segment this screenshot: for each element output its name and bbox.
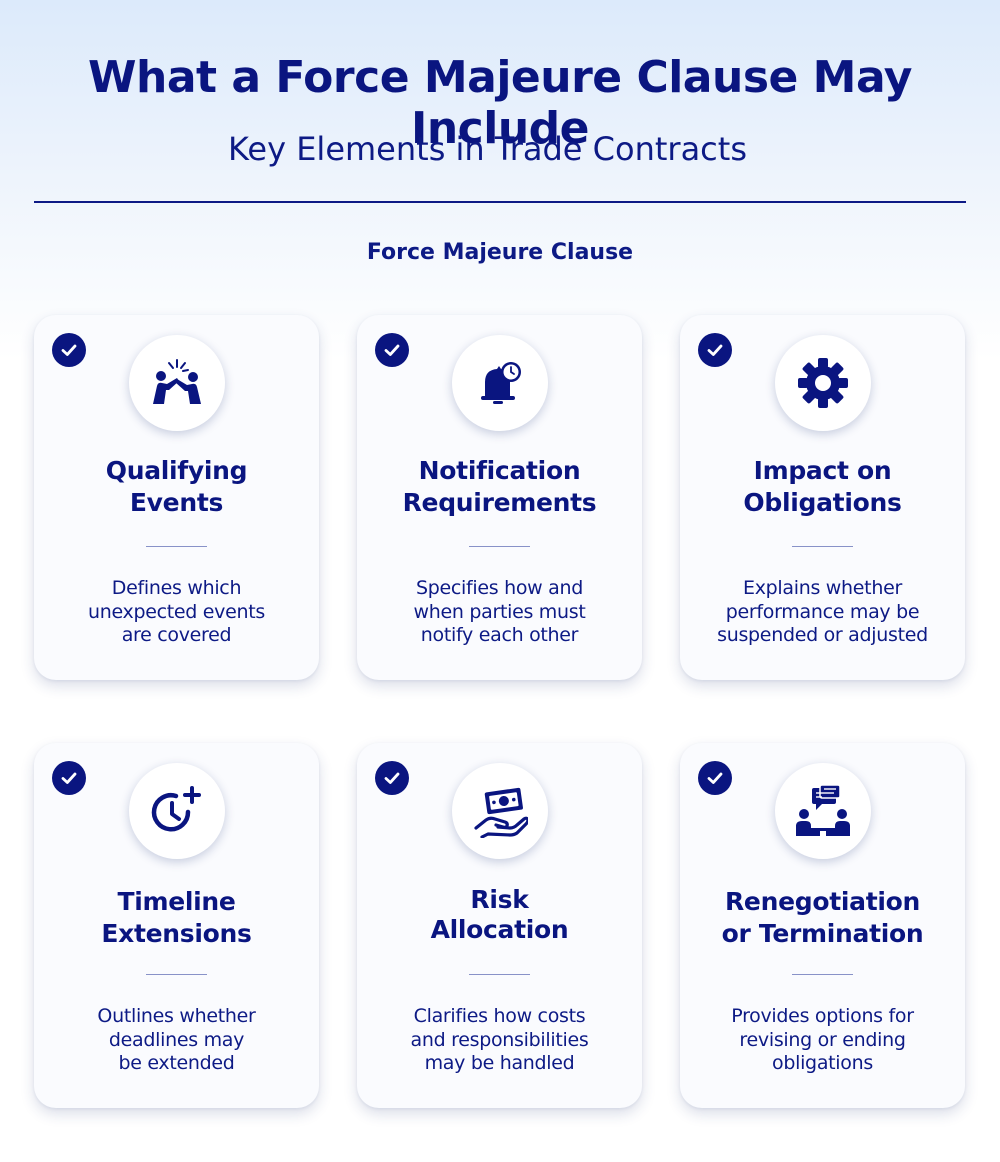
card-notification-requirements: Notification Requirements Specifies how …: [357, 315, 642, 680]
card-rule: [792, 546, 853, 547]
gear-icon: [775, 335, 871, 431]
card-title: Qualifying Events: [105, 456, 248, 517]
card-title: Impact on Obligations: [743, 456, 902, 517]
check-icon: [52, 761, 86, 795]
card-description: Explains whether performance may be susp…: [717, 577, 928, 646]
meeting-chat-icon: [775, 763, 871, 859]
card-title: Timeline Extensions: [101, 887, 252, 948]
conflict-icon: [129, 335, 225, 431]
card-rule: [469, 546, 530, 547]
check-icon: [698, 333, 732, 367]
alarm-bell-icon: [452, 335, 548, 431]
card-title: Notification Requirements: [402, 456, 597, 517]
clock-plus-icon: [129, 763, 225, 859]
check-icon: [375, 761, 409, 795]
card-qualifying-events: Qualifying Events Defines which unexpect…: [34, 315, 319, 680]
card-rule: [792, 974, 853, 975]
card-description: Provides options for revising or ending …: [731, 1005, 914, 1074]
card-title: Renegotiation or Termination: [721, 887, 924, 948]
section-label: Force Majeure Clause: [366, 240, 634, 265]
card-description: Outlines whether deadlines may be extend…: [97, 1005, 256, 1074]
card-risk-allocation: Risk Allocation Clarifies how costs and …: [357, 743, 642, 1108]
page-title: What a Force Majeure Clause May Include: [88, 52, 912, 154]
check-icon: [698, 761, 732, 795]
card-title: Risk Allocation: [430, 885, 569, 944]
check-icon: [375, 333, 409, 367]
card-description: Specifies how and when parties must noti…: [413, 577, 586, 646]
check-icon: [52, 333, 86, 367]
card-description: Defines which unexpected events are cove…: [87, 577, 266, 646]
card-timeline-extensions: Timeline Extensions Outlines whether dea…: [34, 743, 319, 1108]
page-subtitle: Key Elements in Trade Contracts: [228, 130, 747, 168]
card-renegotiation-termination: Renegotiation or Termination Provides op…: [680, 743, 965, 1108]
header-divider: [34, 201, 966, 203]
card-rule: [146, 546, 207, 547]
money-hand-icon: [452, 763, 548, 859]
card-rule: [146, 974, 207, 975]
card-rule: [469, 974, 530, 975]
card-impact-on-obligations: Impact on Obligations Explains whether p…: [680, 315, 965, 680]
card-description: Clarifies how costs and responsibilities…: [410, 1005, 589, 1074]
